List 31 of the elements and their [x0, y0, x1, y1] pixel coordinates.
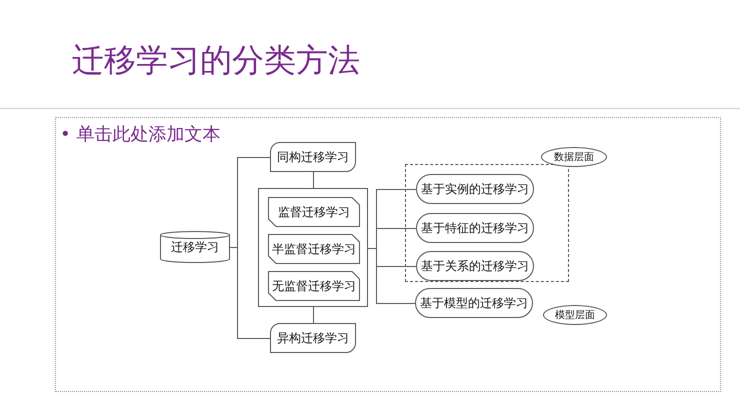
connector-line	[368, 248, 416, 304]
node-text: 基于模型的迁移学习	[420, 295, 528, 312]
node-text: 基于特征的迁移学习	[421, 220, 529, 237]
node-text: 同构迁移学习	[277, 149, 349, 166]
database-cylinder	[160, 231, 230, 263]
rounded-box	[416, 174, 534, 204]
node-text: 异构迁移学习	[277, 330, 349, 347]
placeholder-text: • 单击此处添加文本	[60, 123, 220, 147]
node-text: 基于实例的迁移学习	[421, 181, 529, 198]
node-text: 模型层面	[555, 308, 595, 322]
process-box	[268, 197, 360, 227]
connector-line	[313, 172, 314, 188]
rounded-box	[416, 251, 534, 281]
connector-line	[230, 247, 270, 339]
node-text: 无监督迁移学习	[272, 278, 356, 295]
rounded-box	[415, 288, 533, 318]
process-box	[270, 323, 356, 353]
process-box	[268, 271, 360, 301]
connector-line	[313, 306, 314, 324]
node-text: 半监督迁移学习	[272, 241, 356, 258]
node-text: 数据层面	[554, 150, 594, 164]
title: 迁移学习的分类方法	[72, 40, 360, 80]
node-text: 基于关系的迁移学习	[421, 258, 529, 275]
ellipse-label	[541, 147, 607, 167]
dashed-group-box	[405, 164, 569, 282]
rounded-box	[416, 213, 534, 243]
process-box	[268, 234, 360, 264]
process-box	[270, 142, 356, 172]
node-text: 监督迁移学习	[278, 204, 350, 221]
group-box	[258, 188, 368, 307]
node-text: 迁移学习	[171, 239, 219, 256]
